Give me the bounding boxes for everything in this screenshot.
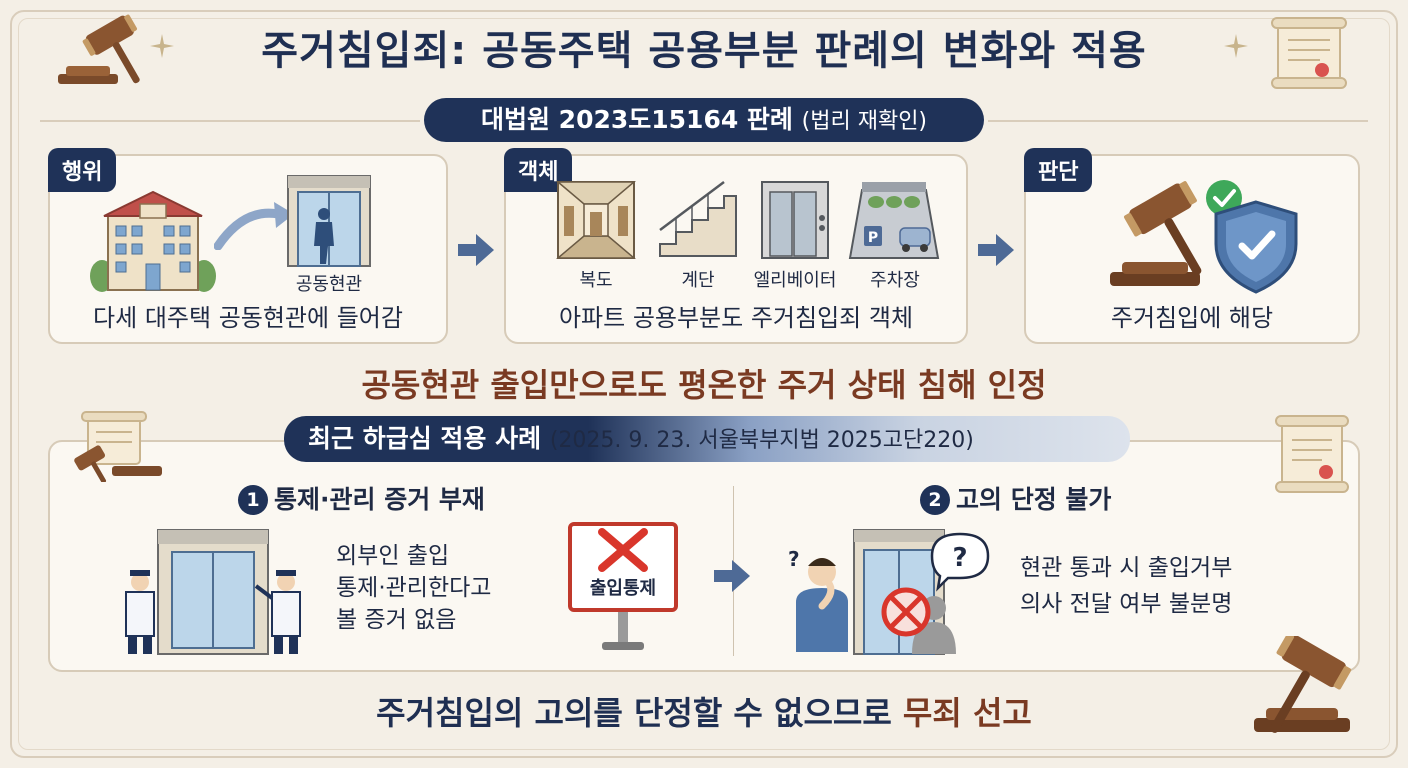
- parking-icon: P: [848, 182, 940, 259]
- ruling-label-sub: (법리 재확인): [801, 109, 928, 134]
- gavel-icon: [1110, 181, 1202, 286]
- step-card-object: 객체 P 복도 계단 엘리베이터 주차장 아파트 공용부분도 주: [504, 148, 968, 344]
- entrance-door-icon: [287, 175, 371, 267]
- step-card-action: 행위 공동현관 다세 대주택 공동현관에 들어감: [48, 148, 448, 344]
- lower-court-label-sub: (2025. 9. 23. 서울북부지법 2025고단220): [549, 428, 974, 453]
- reason-lines-2: 현관 통과 시 출입거부 의사 전달 여부 불분명: [1020, 550, 1232, 622]
- reason-line: 의사 전달 여부 불분명: [1020, 591, 1233, 617]
- lower-court-label: 최근 하급심 적용 사례: [308, 424, 542, 453]
- svg-text:?: ?: [952, 543, 967, 573]
- reason-number: 1: [238, 485, 268, 515]
- sparkle-icon: [1224, 34, 1248, 58]
- sign-text: 출입통제: [589, 578, 657, 599]
- ruling-label: 대법원 2023도15164 판례: [480, 105, 793, 134]
- hallway-icon: [556, 181, 636, 259]
- scroll-gavel-icon: [74, 411, 162, 482]
- reason-number: 2: [920, 485, 950, 515]
- object-item-hallway: 복도: [579, 270, 613, 291]
- verdict-text: 주거침입의 고의를 단정할 수 없으므로: [376, 694, 892, 732]
- outer-frame: [10, 10, 1398, 758]
- step-caption: 다세 대주택 공동현관에 들어감: [93, 304, 403, 332]
- step-caption: 주거침입에 해당: [1110, 304, 1274, 332]
- guarded-door-icon: [125, 529, 301, 655]
- step-tag: 행위: [48, 148, 117, 192]
- no-entry-sign: 출입통제: [568, 522, 678, 652]
- apartment-building-icon: [90, 190, 216, 292]
- divider-line: [988, 120, 1368, 122]
- reason-line: 현관 통과 시 출입거부: [1020, 555, 1233, 581]
- reason-heading-text: 고의 단정 불가: [956, 485, 1112, 514]
- svg-text:?: ?: [788, 547, 800, 571]
- confused-person-door-icon: ? ?: [788, 529, 990, 655]
- entrance-label: 공동현관: [295, 274, 363, 295]
- reason-line: 통제·관리한다고: [336, 575, 492, 601]
- right-arrow-icon: [714, 560, 750, 592]
- object-item-stairs: 계단: [681, 270, 715, 291]
- right-arrow-icon: [978, 234, 1014, 266]
- divider-line: [40, 120, 420, 122]
- gavel-icon: [1254, 636, 1352, 733]
- step-caption: 아파트 공용부분도 주거침입죄 객체: [558, 304, 914, 332]
- page-title: 주거침입죄: 공동주택 공용부분 판례의 변화와 적용: [261, 28, 1147, 74]
- right-arrow-icon: [458, 234, 494, 266]
- sparkle-icon: [150, 34, 174, 58]
- scroll-document-icon: [1271, 17, 1347, 89]
- object-item-parking: 주차장: [870, 270, 920, 291]
- step-card-judgment: 판단 주거침입에 해당: [1024, 148, 1360, 344]
- emphasis-statement: 공동현관 출입만으로도 평온한 주거 상태 침해 인정: [361, 366, 1047, 404]
- verdict-statement: 주거침입의 고의를 단정할 수 없으므로 무죄 선고: [0, 688, 1408, 734]
- curved-arrow-icon: [214, 202, 294, 250]
- reason-lines-1: 외부인 출입 통제·관리한다고 볼 증거 없음: [336, 540, 491, 636]
- cross-mark-icon: [598, 528, 648, 572]
- inner-frame: [18, 18, 1390, 750]
- svg-text:P: P: [868, 230, 878, 246]
- lower-court-pill: 최근 하급심 적용 사례 (2025. 9. 23. 서울북부지법 2025고단…: [284, 416, 1130, 462]
- shield-check-icon: [1206, 180, 1298, 294]
- verdict-highlight: 무죄 선고: [902, 694, 1032, 732]
- gavel-icon: [58, 14, 140, 84]
- step-tag: 판단: [1024, 148, 1093, 192]
- stairs-icon: [659, 181, 737, 257]
- reason-line: 볼 증거 없음: [336, 607, 457, 633]
- object-item-elevator: 엘리베이터: [753, 270, 837, 291]
- reason-line: 외부인 출입: [336, 543, 450, 569]
- ruling-pill: 대법원 2023도15164 판례 (법리 재확인): [424, 98, 984, 142]
- reason-heading-text: 통제·관리 증거 부재: [274, 485, 485, 514]
- elevator-icon: [761, 181, 829, 259]
- scroll-document-icon: [1275, 415, 1349, 493]
